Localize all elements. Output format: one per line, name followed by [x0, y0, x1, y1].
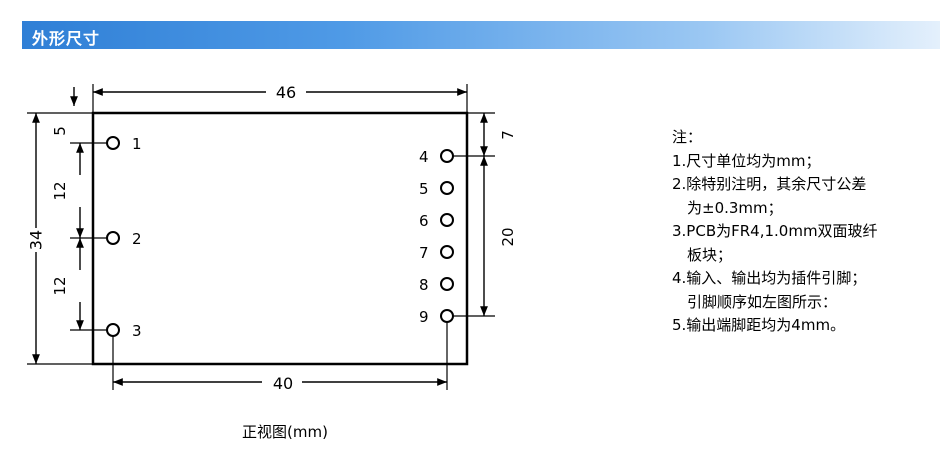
notes-heading: 注： — [672, 128, 703, 146]
pin-hole — [106, 136, 120, 150]
note-line: 引脚顺序如左图所示： — [687, 292, 838, 311]
pin-label: 2 — [132, 230, 142, 248]
board-outline — [91, 111, 469, 366]
section-header-bar: 外形尺寸 — [22, 21, 940, 49]
right-pin-holes — [440, 149, 454, 323]
pin-label: 1 — [132, 135, 142, 153]
note-line: 5.输出端脚距均为4mm。 — [672, 316, 846, 334]
pin-hole — [440, 149, 454, 163]
note-line: 1.尺寸单位均为mm； — [672, 151, 821, 170]
dim-right-span: 20 — [499, 227, 517, 246]
note-line: 为±0.3mm； — [687, 198, 783, 217]
note-line: 4.输入、输出均为插件引脚； — [672, 269, 867, 287]
dim-left-pitch-a: 12 — [51, 181, 69, 200]
dim-right-top-offset: 7 — [499, 130, 517, 140]
dim-left-top-offset: 5 — [51, 126, 69, 136]
pin-label: 8 — [419, 276, 429, 294]
pin-label: 3 — [132, 322, 142, 340]
pin-hole — [106, 231, 120, 245]
pin-hole — [440, 309, 454, 323]
drawing-caption: 正视图(mm) — [242, 423, 328, 441]
pin-hole — [106, 323, 120, 337]
dim-height-total: 34 — [27, 230, 46, 250]
dim-width-bottom: 40 — [273, 374, 293, 393]
pin-hole — [440, 213, 454, 227]
pin-hole — [440, 245, 454, 259]
note-line: 板块； — [687, 245, 733, 264]
dimension-lines — [32, 87, 488, 386]
pin-label: 5 — [419, 180, 429, 198]
pin-label: 4 — [419, 148, 429, 166]
pin-label: 7 — [419, 244, 429, 262]
pin-hole — [440, 181, 454, 195]
left-pin-holes — [106, 136, 120, 337]
dim-width-top: 46 — [276, 83, 296, 102]
pin-hole — [440, 277, 454, 291]
extension-lines — [27, 84, 495, 390]
note-line: 2.除特别注明，其余尺寸公差 — [672, 175, 867, 193]
pin-label: 9 — [419, 308, 429, 326]
notes-block: 注： 1.尺寸单位均为mm； 2.除特别注明，其余尺寸公差 为±0.3mm； 3… — [672, 126, 878, 338]
dim-left-pitch-b: 12 — [51, 276, 69, 295]
pin-label: 6 — [419, 212, 429, 230]
note-line: 3.PCB为FR4,1.0mm双面玻纤 — [672, 222, 878, 240]
section-title: 外形尺寸 — [32, 29, 101, 48]
